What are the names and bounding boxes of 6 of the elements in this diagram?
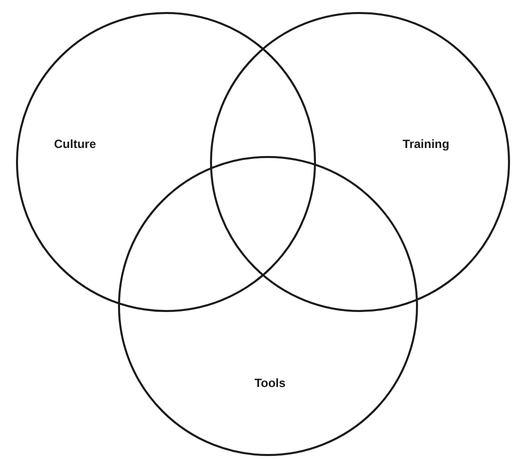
venn-circle bbox=[16, 12, 316, 312]
circle-label: Tools bbox=[254, 376, 286, 390]
circle-label: Training bbox=[402, 137, 450, 151]
circle-label: Culture bbox=[54, 137, 96, 151]
venn-circle bbox=[118, 156, 418, 456]
venn-circle bbox=[210, 12, 510, 312]
